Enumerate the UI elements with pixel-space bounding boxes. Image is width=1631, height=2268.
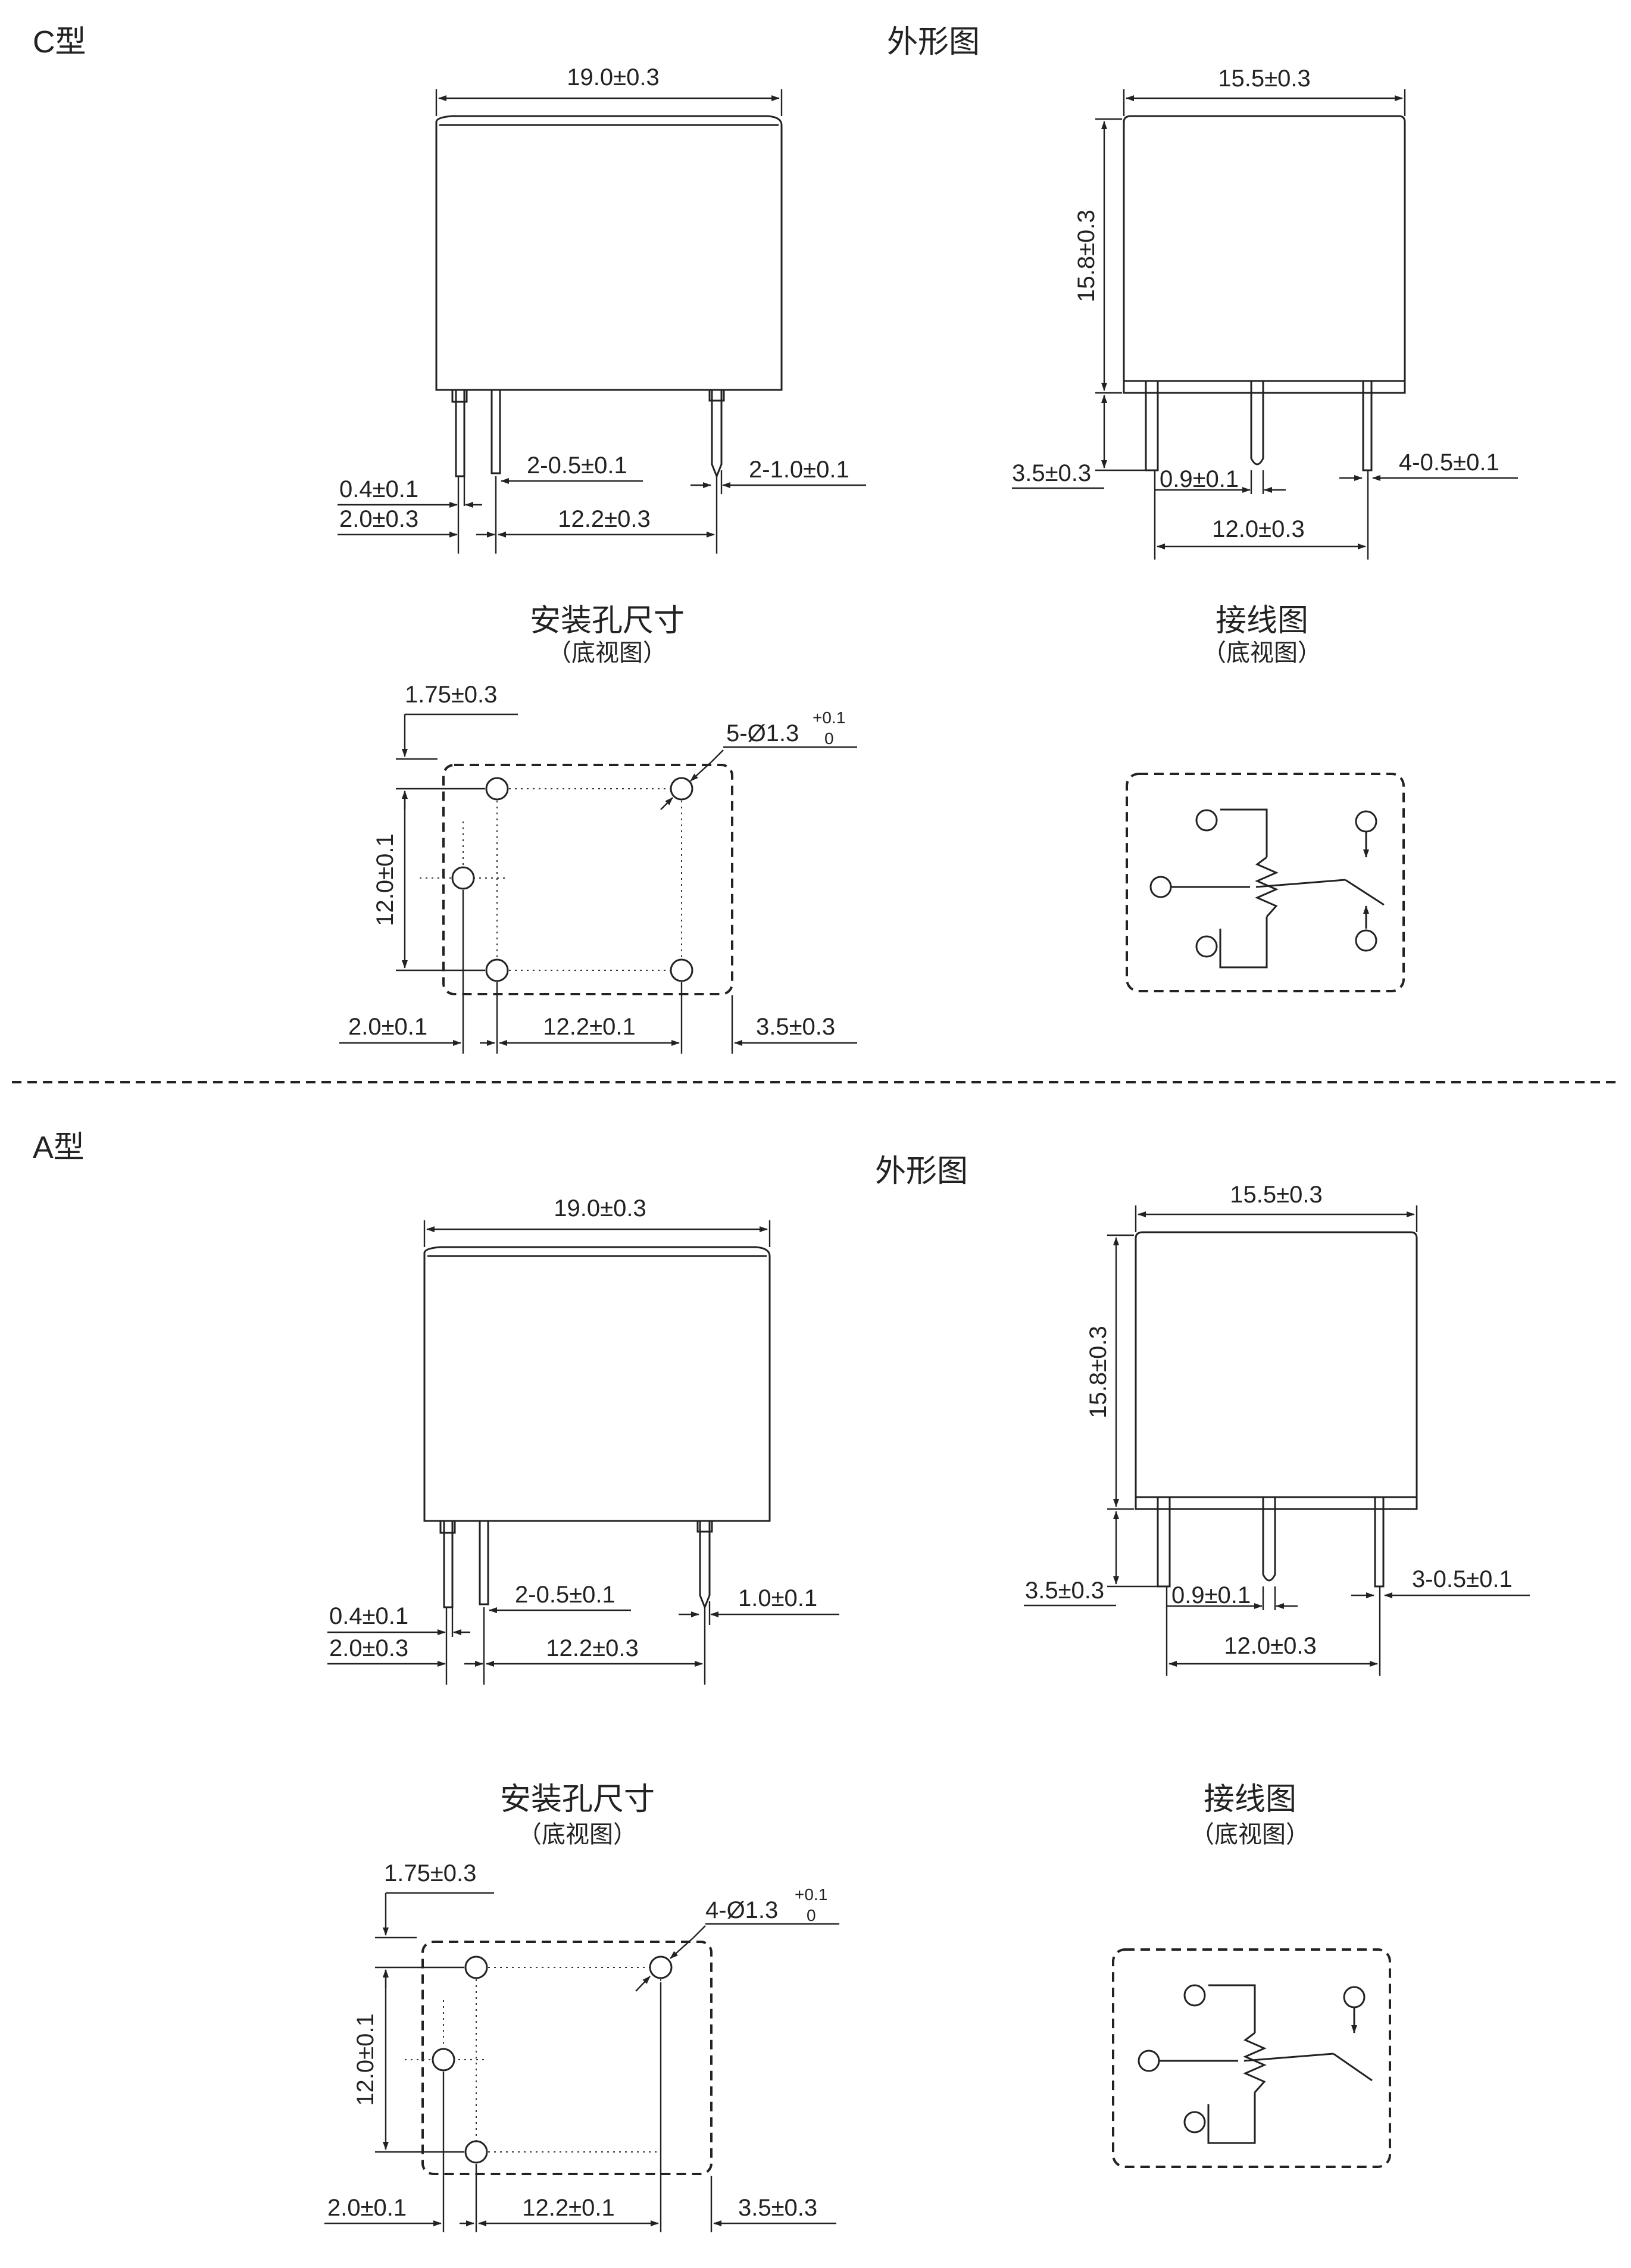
dim-hole-tol-upper: +0.1 — [813, 708, 845, 727]
dim-right: 3.5±0.3 — [756, 1014, 835, 1040]
dim-width: 15.5±0.3 — [1230, 1182, 1322, 1208]
pin — [699, 1521, 711, 1610]
dim-pin-offset: 2.0±0.3 — [339, 506, 418, 532]
front-view: 19.0±0.3 0.4±0.1 2.0±0.3 2-0.5±0.1 12.2±… — [338, 64, 866, 554]
dim-hole: 5-Ø1.3 — [726, 720, 799, 746]
dim-pin-width: 0.4±0.1 — [329, 1603, 408, 1629]
mounting-hole — [485, 777, 509, 801]
pin — [490, 389, 501, 474]
dim-spacing: 12.2±0.1 — [543, 1014, 635, 1040]
footprint-outline — [442, 764, 733, 995]
coil-symbol — [1255, 856, 1279, 917]
mounting-hole — [670, 777, 693, 801]
mounting-hole — [464, 1955, 488, 1979]
mounting-hole — [432, 2048, 455, 2072]
dim-top-offset: 1.75±0.3 — [405, 682, 497, 708]
mounting-holes: 安装孔尺寸 （底视图） 1.75±0.3 12.0±0.1 — [339, 604, 857, 1054]
dim-pin-spacing: 12.2±0.3 — [546, 1635, 638, 1661]
pin — [1250, 381, 1264, 466]
dim-left: 2.0±0.1 — [327, 2195, 407, 2221]
mounting-hole — [464, 2140, 488, 2164]
dim-right-pin: 2-1.0±0.1 — [749, 457, 849, 483]
dim-pin-thickness: 3-0.5±0.1 — [1412, 1566, 1513, 1592]
dim-pin-length: 3.5±0.3 — [1012, 460, 1091, 486]
dim-hole: 4-Ø1.3 — [705, 1897, 778, 1923]
pin — [1374, 1496, 1385, 1588]
relay-body-side — [1123, 115, 1406, 394]
dim-hole-tol-lower: 0 — [824, 729, 834, 748]
dim-spacing: 12.2±0.1 — [522, 2195, 614, 2221]
wiring-subtitle: （底视图） — [1191, 1822, 1310, 1848]
dim-pin-width: 0.4±0.1 — [339, 476, 418, 502]
pin-collar — [451, 389, 468, 403]
type-label: A型 — [33, 1130, 85, 1165]
footprint-outline — [421, 1941, 713, 2175]
mounting-holes: 安装孔尺寸 （底视图） 1.75±0.3 12.0±0.1 — [324, 1782, 839, 2232]
dim-pin-thickness: 4-0.5±0.1 — [1399, 449, 1499, 476]
outline-title: 外形图 — [887, 25, 980, 60]
mounting-subtitle: （底视图） — [548, 640, 667, 666]
dim-height: 15.8±0.3 — [1085, 1326, 1111, 1418]
dim-vertical: 12.0±0.1 — [352, 2013, 379, 2105]
wiring-title: 接线图 — [1216, 604, 1308, 638]
dim-pin-thickness: 2-0.5±0.1 — [515, 1582, 615, 1608]
pin-collar — [439, 1520, 456, 1534]
mounting-hole — [649, 1955, 673, 1979]
dim-right: 3.5±0.3 — [738, 2195, 817, 2221]
section-a: A型 外形图 19.0±0.3 0.4±0.1 2.0±0.3 — [33, 1130, 1530, 2232]
pin — [711, 390, 723, 479]
dim-vertical: 12.0±0.1 — [372, 833, 398, 926]
mounting-subtitle: （底视图） — [518, 1822, 637, 1848]
dim-pin-spacing: 12.0±0.3 — [1224, 1633, 1316, 1659]
dim-pin-spacing: 12.2±0.3 — [558, 506, 650, 532]
outline-title: 外形图 — [875, 1154, 968, 1189]
dim-top-offset: 1.75±0.3 — [384, 1860, 476, 1886]
pin — [1157, 1496, 1171, 1588]
wiring-title: 接线图 — [1204, 1782, 1296, 1817]
dim-hole-tol-upper: +0.1 — [795, 1885, 827, 1904]
relay-body-front — [435, 115, 783, 391]
mounting-title: 安装孔尺寸 — [530, 604, 685, 638]
wiring-diagram: 接线图 （底视图） — [1112, 1782, 1391, 2168]
dim-left: 2.0±0.1 — [348, 1014, 427, 1040]
wiring-outline — [1126, 773, 1405, 992]
pin — [455, 389, 465, 477]
pin — [1145, 380, 1159, 471]
pin — [479, 1520, 489, 1605]
side-view: 15.5±0.3 15.8±0.3 3.5±0.3 0.9±0.1 12.0±0… — [1024, 1182, 1530, 1676]
pin — [1362, 380, 1373, 471]
mounting-hole — [485, 958, 509, 982]
pin — [443, 1520, 454, 1608]
wiring-outline — [1112, 1948, 1391, 2168]
relay-body-front — [423, 1246, 771, 1522]
dim-right-pin: 1.0±0.1 — [738, 1585, 817, 1611]
pin-collar — [708, 389, 725, 402]
dim-pin-spacing: 12.0±0.3 — [1212, 516, 1304, 542]
side-view: 15.5±0.3 15.8±0.3 3.5±0.3 0.9±0.1 12.0±0… — [1012, 65, 1518, 560]
dim-height: 15.8±0.3 — [1073, 210, 1099, 302]
pin — [1262, 1497, 1276, 1582]
mounting-hole — [670, 958, 693, 982]
dim-pin-offset: 2.0±0.3 — [329, 1635, 408, 1661]
dim-hole-tol-lower: 0 — [807, 1906, 816, 1925]
relay-body-side — [1135, 1231, 1418, 1510]
dim-width: 15.5±0.3 — [1218, 65, 1310, 92]
mounting-title: 安装孔尺寸 — [500, 1782, 655, 1817]
dim-width: 19.0±0.3 — [554, 1195, 646, 1222]
coil-symbol — [1243, 2032, 1267, 2093]
dim-pin-length: 3.5±0.3 — [1025, 1577, 1104, 1604]
dim-center-pin: 0.9±0.1 — [1171, 1582, 1251, 1608]
dim-width: 19.0±0.3 — [567, 64, 659, 90]
dim-center-pin: 0.9±0.1 — [1160, 466, 1239, 492]
section-c: C型 外形图 19.0±0.3 0.4±0.1 — [33, 25, 1518, 1054]
type-label: C型 — [33, 25, 86, 60]
wiring-diagram: 接线图 （底视图） — [1126, 604, 1405, 992]
front-view: 19.0±0.3 0.4±0.1 2.0±0.3 2-0.5±0.1 12.2±… — [327, 1195, 839, 1685]
pin-collar — [696, 1520, 713, 1533]
dim-pin-thickness: 2-0.5±0.1 — [527, 452, 627, 479]
wiring-subtitle: （底视图） — [1202, 640, 1321, 666]
mounting-hole — [451, 866, 475, 890]
